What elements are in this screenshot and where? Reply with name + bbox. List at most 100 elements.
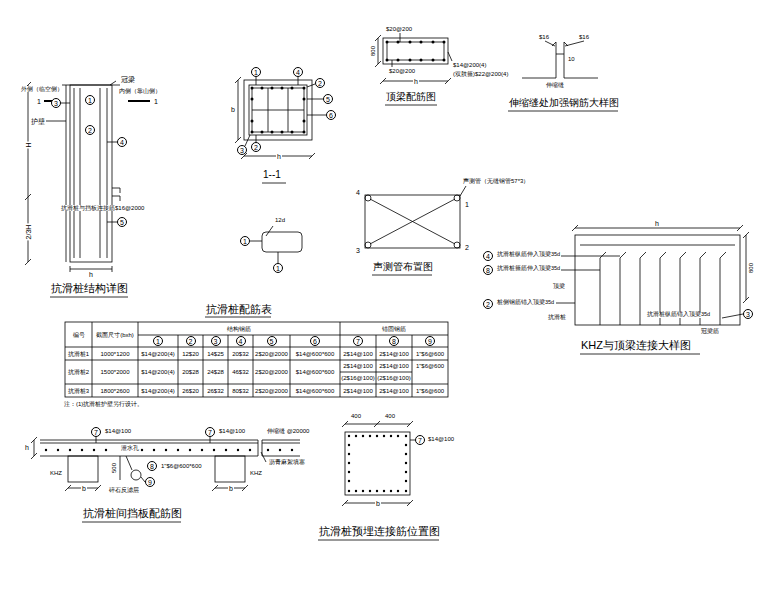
drawing-label: (双肢箍)$22@200(4)	[452, 71, 509, 77]
callout-number: 7	[205, 427, 215, 437]
drawing-label: $20@200	[385, 26, 413, 32]
callout-number: 5	[117, 217, 127, 227]
drawing-label: h	[413, 78, 419, 85]
drawing-label: 声测管（无缝钢管57*3）	[462, 178, 530, 184]
callout-number: 3	[51, 98, 61, 108]
table-cell: 2$14@100	[377, 385, 411, 396]
drawing-label: 1"$6@600*600	[160, 463, 203, 469]
drawing-label: 1	[36, 98, 42, 105]
drawing-label: 内侧（靠山侧）	[118, 88, 162, 94]
table-cell: 2$14@100	[377, 361, 411, 371]
callout-text: 1	[243, 238, 247, 245]
callout-text: 5	[326, 96, 330, 103]
callout-number: 4	[236, 336, 246, 346]
drawing-label: 800	[370, 45, 376, 57]
callout-text: 7	[208, 429, 212, 436]
drawing-title: 声测管布置图	[372, 262, 434, 272]
callout-text: 2	[318, 80, 322, 87]
table-cell: 12$20	[179, 348, 202, 359]
callout-number: 1	[85, 95, 95, 105]
callout-number: 1	[273, 263, 283, 273]
callout-text: 5	[120, 219, 124, 226]
drawing-label: 2	[464, 244, 470, 251]
callout-text: 1	[254, 69, 258, 76]
table-cell: 26$32	[204, 385, 227, 396]
drawing-label: 800	[748, 262, 754, 274]
callout-text: 2	[88, 127, 92, 134]
drawing-title: 1--1	[262, 170, 282, 180]
drawing-label: 抗滑桩与挡板连接筋$16@2000	[60, 205, 145, 211]
callout-number: 3	[237, 145, 247, 155]
drawing-label: 抗滑桩箍筋伸入顶梁35d	[496, 266, 561, 272]
callout-text: 1	[88, 97, 92, 104]
drawing-title: 抗滑桩配筋表	[205, 304, 273, 315]
table-cell: 2$20@2000	[254, 361, 289, 383]
drawing-label: 冠梁	[120, 76, 136, 83]
callout-text: 8	[150, 463, 154, 470]
callout-number: 3	[211, 336, 221, 346]
callout-text: 7	[418, 437, 422, 444]
drawing-label: 10	[567, 56, 576, 62]
callout-text: 1	[276, 265, 280, 272]
table-cell: 结构钢筋	[139, 323, 339, 334]
drawing-label: H	[25, 141, 32, 148]
drawing-label: 伸缩缝	[545, 82, 565, 88]
drawing-label: 400	[350, 413, 362, 419]
table-cell: 2$14@100	[341, 361, 375, 371]
callout-number: 7	[353, 336, 363, 346]
callout-text: 4	[486, 253, 490, 260]
table-cell: 1"$6@600	[413, 348, 447, 359]
drawing-label: 2/3H	[25, 224, 32, 241]
drawing-label: h	[24, 444, 30, 451]
callout-number: 4	[483, 251, 493, 261]
table-cell: (2$16@100)	[341, 373, 375, 383]
table-cell: 抗滑桩2	[66, 361, 91, 383]
table-cell: 2$14@100	[377, 348, 411, 359]
drawing-title: 伸缩缝处加强钢筋大样图	[508, 98, 620, 108]
table-cell: 2$20@2000	[254, 348, 289, 359]
table-cell: $14@600*600	[291, 348, 339, 359]
drawing-label: $14@100	[427, 436, 455, 442]
table-cell: $14@600*600	[291, 361, 339, 383]
table-cell: $14@200(4)	[139, 361, 177, 383]
table-cell: 26$20	[179, 385, 202, 396]
callout-number: 2	[315, 78, 325, 88]
callout-number: 1	[153, 336, 163, 346]
table-cell: 编号	[66, 323, 91, 346]
callout-number: 7	[415, 435, 425, 445]
drawing-label: $20@200	[388, 68, 416, 74]
table-cell: $14@200(4)	[139, 385, 177, 396]
callout-text: 3	[214, 338, 218, 345]
drawing-label: $14@100	[218, 428, 246, 434]
table-cell: 1500*2000	[93, 361, 137, 383]
drawing-label: $14@100	[104, 428, 132, 434]
callout-text: 8	[392, 338, 396, 345]
table-cell: 1800*2600	[93, 385, 137, 396]
callout-text: 1	[156, 338, 160, 345]
callout-text: 3	[240, 147, 244, 154]
callout-number: 2	[186, 336, 196, 346]
drawing-label: 1	[464, 201, 470, 208]
callout-text: 2	[189, 338, 193, 345]
drawing-label: 500	[111, 462, 117, 474]
drawing-label: 12d	[274, 217, 286, 223]
callout-number: 4	[117, 137, 127, 147]
table-cell: 1000*1200	[93, 348, 137, 359]
callout-number: 9	[425, 336, 435, 346]
callout-text: 2	[486, 301, 490, 308]
drawing-label: 抗滑桩	[547, 314, 567, 320]
callout-number: 8	[147, 461, 157, 471]
drawing-label: 抗滑桩纵筋锚入顶梁35d	[646, 312, 711, 318]
table-cell: (2$16@100)	[377, 373, 411, 383]
callout-text: 3	[746, 311, 750, 318]
drawing-label: 冠梁筋	[700, 329, 720, 335]
callout-number: 2	[483, 299, 493, 309]
drawing-label: KHZ	[249, 470, 263, 476]
drawing-label: b	[375, 500, 381, 507]
callout-number: 8	[483, 265, 493, 275]
drawing-label: 伸缩缝 @20000	[266, 428, 310, 434]
table-cell: 20$32	[229, 348, 252, 359]
callout-number: 5	[267, 336, 277, 346]
table-cell: 锚固钢筋	[341, 323, 447, 334]
